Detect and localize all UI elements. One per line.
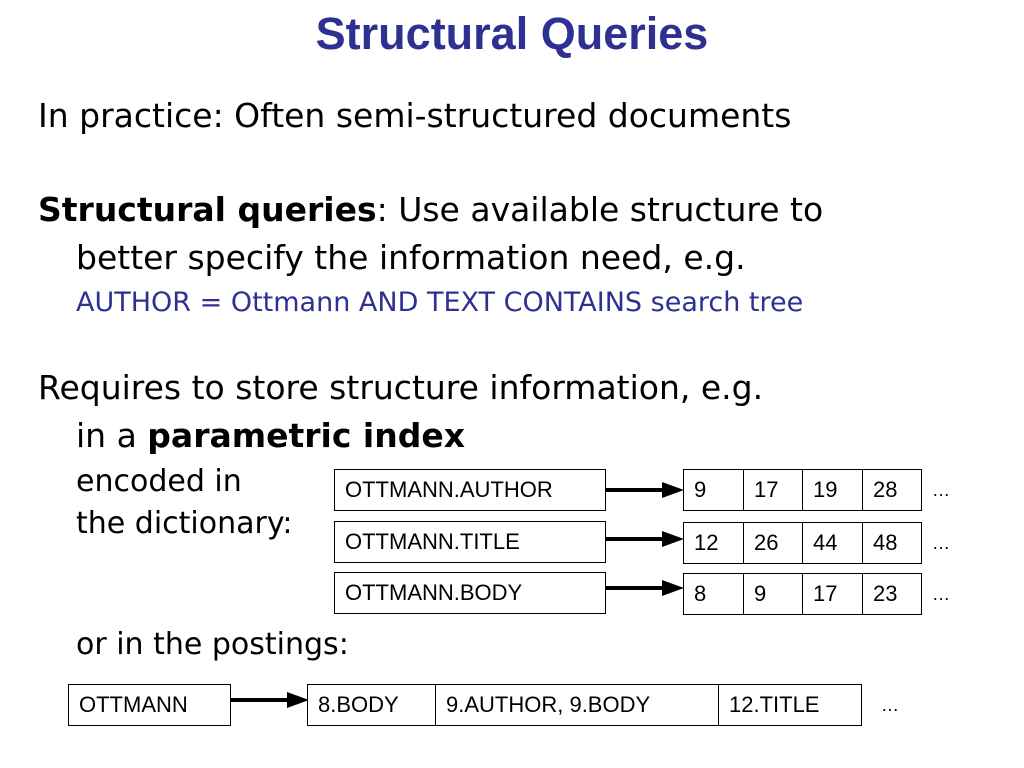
postings-list-ottmann: 8.BODY 9.AUTHOR, 9.BODY 12.TITLE bbox=[307, 684, 862, 726]
posting-cell: 28 bbox=[873, 477, 898, 502]
posting-cell: 23 bbox=[873, 581, 898, 606]
structural-queries-definition: : Use available structure to bbox=[376, 190, 824, 229]
intro-text: In practice: Often semi-structured docum… bbox=[38, 96, 792, 135]
posting-cell: 9 bbox=[684, 470, 744, 510]
posting-cell: 8 bbox=[684, 574, 744, 614]
encoded-line1: encoded in bbox=[76, 464, 242, 499]
requires-prefix: in a bbox=[76, 416, 148, 455]
arrow-icon bbox=[231, 692, 309, 708]
structural-queries-term: Structural queries bbox=[38, 190, 377, 229]
postings-list-title: 12 26 44 48 bbox=[683, 522, 922, 564]
postings-label: or in the postings: bbox=[76, 627, 349, 662]
posting-cell: 17 bbox=[744, 470, 803, 510]
posting-cell: 9 bbox=[744, 574, 803, 614]
dict-term-title: OTTMANN.TITLE bbox=[334, 521, 606, 563]
arrow-icon bbox=[606, 482, 684, 498]
more-ellipsis: … bbox=[932, 480, 950, 500]
posting-cell: 17 bbox=[803, 574, 863, 614]
requires-line1: Requires to store structure information,… bbox=[38, 368, 764, 407]
requires-line2: in a parametric index bbox=[76, 416, 465, 456]
dict-term-author: OTTMANN.AUTHOR bbox=[334, 469, 606, 511]
postings-term-ottmann: OTTMANN bbox=[68, 684, 231, 726]
structural-queries-line: Structural queries: Use available struct… bbox=[38, 190, 823, 230]
more-ellipsis: … bbox=[932, 584, 950, 604]
posting-cell: 12.TITLE bbox=[729, 692, 820, 717]
postings-list-body: 8 9 17 23 bbox=[683, 573, 922, 615]
dict-term-body: OTTMANN.BODY bbox=[334, 572, 606, 614]
arrow-icon bbox=[606, 580, 684, 596]
posting-cell: 19 bbox=[803, 470, 863, 510]
posting-cell: 8.BODY bbox=[308, 685, 436, 725]
arrow-icon bbox=[606, 531, 684, 547]
parametric-index-term: parametric index bbox=[147, 416, 466, 455]
more-ellipsis: … bbox=[881, 695, 899, 715]
posting-cell: 26 bbox=[744, 523, 803, 563]
posting-cell: 44 bbox=[803, 523, 863, 563]
posting-cell: 9.AUTHOR, 9.BODY bbox=[436, 685, 719, 725]
more-ellipsis: … bbox=[932, 533, 950, 553]
example-query: AUTHOR = Ottmann AND TEXT CONTAINS searc… bbox=[76, 287, 804, 318]
postings-list-author: 9 17 19 28 bbox=[683, 469, 922, 511]
posting-cell: 48 bbox=[873, 530, 898, 555]
posting-cell: 12 bbox=[684, 523, 744, 563]
encoded-line2: the dictionary: bbox=[76, 506, 293, 541]
structural-queries-line2: better specify the information need, e.g… bbox=[76, 238, 746, 277]
slide-title: Structural Queries bbox=[315, 8, 709, 59]
